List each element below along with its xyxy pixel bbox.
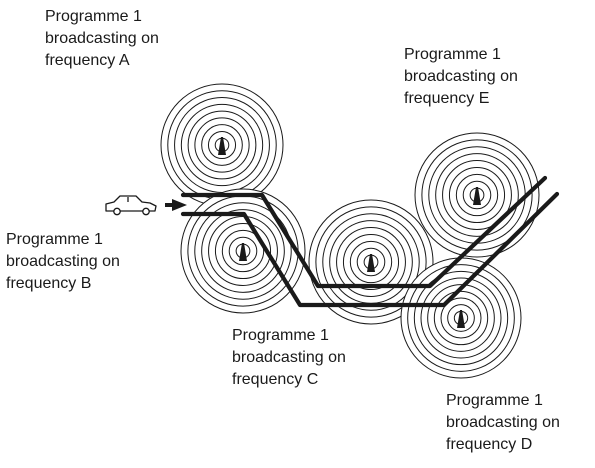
- transmitter-tower-icon: [239, 243, 247, 261]
- label-line: broadcasting on: [6, 253, 120, 270]
- label-frequency-b: Programme 1 broadcasting on frequency B: [6, 229, 120, 295]
- coverage-ring: [207, 130, 237, 160]
- coverage-area-e: [414, 132, 540, 258]
- coverage-ring: [228, 236, 258, 266]
- label-line: broadcasting on: [404, 68, 518, 85]
- coverage-ring: [447, 304, 475, 332]
- label-line: frequency D: [446, 436, 533, 453]
- label-frequency-a: Programme 1 broadcasting on frequency A: [45, 6, 159, 72]
- coverage-ring: [433, 290, 489, 346]
- coverage-ring: [440, 297, 482, 339]
- transmitter-tower-icon: [457, 310, 465, 328]
- road-edge-upper: [180, 175, 548, 289]
- label-line: Programme 1: [446, 392, 543, 409]
- coverage-ring: [407, 264, 515, 372]
- coverage-ring: [315, 206, 427, 318]
- coverage-ring: [435, 153, 519, 237]
- coverage-ring: [448, 166, 506, 224]
- label-line: Programme 1: [6, 231, 103, 248]
- coverage-ring: [342, 233, 400, 291]
- coverage-ring: [201, 124, 243, 166]
- label-line: Programme 1: [45, 8, 142, 25]
- coverage-ring: [420, 277, 502, 359]
- road: [180, 175, 560, 308]
- label-line: broadcasting on: [446, 414, 560, 431]
- coverage-ring: [322, 213, 420, 311]
- transmitter-tower-icon: [367, 254, 375, 272]
- road-edge-lower: [180, 191, 560, 308]
- coverage-ring: [221, 229, 265, 273]
- coverage-ring: [201, 209, 285, 293]
- coverage-ring: [336, 227, 406, 297]
- label-frequency-e: Programme 1 broadcasting on frequency E: [404, 44, 518, 110]
- coverage-ring: [462, 180, 492, 210]
- arrow-right-icon: [165, 199, 187, 211]
- label-line: frequency B: [6, 275, 92, 292]
- transmitter-tower-icon: [218, 137, 226, 155]
- coverage-area-a: [160, 83, 284, 207]
- coverage-ring: [356, 247, 386, 277]
- label-line: frequency A: [45, 52, 130, 69]
- coverage-area-c: [308, 199, 434, 325]
- transmitter-tower-icon: [473, 187, 481, 205]
- car-icon: [105, 195, 157, 216]
- coverage-ring: [180, 103, 264, 187]
- coverage-area-d: [400, 257, 522, 379]
- label-line: broadcasting on: [232, 349, 346, 366]
- coverage-ring: [349, 240, 393, 284]
- coverage-ring: [194, 117, 250, 173]
- coverage-area-b: [180, 188, 306, 314]
- coverage-ring: [187, 110, 257, 180]
- label-line: Programme 1: [404, 46, 501, 63]
- label-line: frequency E: [404, 90, 490, 107]
- coverage-ring: [413, 270, 509, 366]
- label-frequency-d: Programme 1 broadcasting on frequency D: [446, 390, 560, 456]
- coverage-ring: [194, 202, 292, 300]
- coverage-ring: [442, 160, 512, 230]
- coverage-ring: [455, 173, 499, 217]
- coverage-areas: [160, 83, 540, 379]
- coverage-ring: [208, 216, 278, 286]
- label-line: frequency C: [232, 371, 319, 388]
- coverage-ring: [421, 139, 533, 251]
- coverage-ring: [214, 222, 272, 280]
- label-line: Programme 1: [232, 327, 329, 344]
- label-line: broadcasting on: [45, 30, 159, 47]
- coverage-ring: [427, 284, 495, 352]
- label-frequency-c: Programme 1 broadcasting on frequency C: [232, 325, 346, 391]
